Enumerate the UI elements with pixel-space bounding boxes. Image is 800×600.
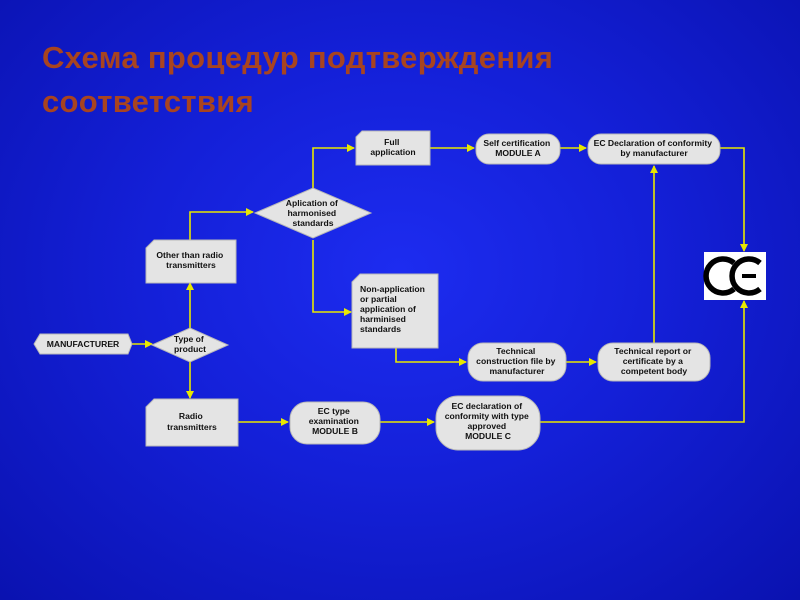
node-technical-construction-file: Technical construction file by manufactu… [467,342,567,382]
node-other-line-1: Other than radio [156,250,223,260]
node-ecdecltype-line-2: conformity with type [445,411,529,421]
node-manufacturer: MANUFACTURER [33,333,133,355]
node-ec-declaration-type: EC declaration of conformity with type a… [435,395,541,451]
node-radio-line-1: Radio [179,411,203,421]
arrow-nonapp-to-techfile [395,348,467,366]
node-ecdecltype-line-3: approved [467,421,506,431]
svg-text:Type of product: Type of product [174,334,206,354]
node-ec-type-examination: EC type examination MODULE B [289,401,381,445]
title-line-2: соответствия [42,84,255,119]
svg-text:Full application: Full application [370,137,415,157]
svg-text:EC declaration of confor: EC declaration of conformity with type a… [445,401,531,441]
node-ec-declaration-manufacturer: EC Declaration of conformity by manufact… [587,133,721,165]
node-report-line-1: Technical report or [614,346,692,356]
svg-text:Technical report or cert: Technical report or certificate by a com… [614,346,694,376]
svg-text:MANUFACTURER: MANUFACTURER [47,339,120,349]
node-type-of-product: Type of product [150,327,230,363]
node-other-line-2: transmitters [166,260,216,270]
node-app-line-1: Aplication of [286,198,338,208]
svg-text:Radio transmitters: Radio transmitters [167,411,217,432]
arrow-application-to-full [312,144,355,188]
svg-text:Other than radio transmi: Other than radio transmitters [156,250,225,270]
arrow-ecdecltype-to-ce [540,300,748,423]
ce-mark [703,252,766,300]
node-ectype-line-1: EC type [318,406,350,416]
arrow-application-to-nonapp [312,240,352,316]
arrow-ecdecl-to-ce [720,147,748,252]
node-radio-line-2: transmitters [167,422,217,432]
svg-text:EC Declaration of conformity: EC Declaration of conformity by manufact… [594,138,715,158]
node-full-application: Full application [355,130,431,166]
node-non-application: Non-application or partial application o… [351,273,439,349]
node-techfile-line-2: construction file by [476,356,555,366]
node-self-line-1: Self certification [483,138,550,148]
node-other-than-radio: Other than radio transmitters [145,239,237,284]
node-app-line-2: harmonised [287,208,336,218]
connectors [132,144,748,426]
svg-text:Aplication of harmonised: Aplication of harmonised standards [286,198,340,228]
ce-mark-glyph [703,256,762,296]
node-ectype-line-3: MODULE B [312,426,358,436]
node-radio-transmitters: Radio transmitters [145,398,239,447]
svg-text:Non-application or parti: Non-application or partial application o… [360,284,427,334]
node-self-line-2: MODULE A [495,148,541,158]
page-title: Схема процедур подтверждения соответстви… [42,36,742,124]
node-application-harmonised: Aplication of harmonised standards [253,187,373,239]
node-full-line-1: Full [384,137,399,147]
node-type-line-1: Type of [174,334,204,344]
node-report-line-3: competent body [621,366,688,376]
node-app-line-3: standards [292,218,333,228]
arrow-other-to-application [189,208,254,240]
node-full-line-2: application [370,147,415,157]
node-ecdecltype-line-1: EC declaration of [451,401,522,411]
node-nonapp-line-3: application of [360,304,416,314]
node-nonapp-line-1: Non-application [360,284,425,294]
svg-text:Self certification MODUL: Self certification MODULE A [483,138,552,158]
node-techfile-line-1: Technical [496,346,535,356]
svg-text:EC type examination: EC type examination MODULE B [309,406,362,436]
title-line-1: Схема процедур подтверждения [42,40,554,75]
node-nonapp-line-4: harminised [360,314,406,324]
node-ecdecltype-line-4: MODULE C [465,431,511,441]
node-technical-report: Technical report or certificate by a com… [597,342,711,382]
node-manufacturer-text: MANUFACTURER [47,339,120,349]
node-self-certification: Self certification MODULE A [475,133,561,165]
node-ecdecl-line-2: by manufacturer [620,148,688,158]
node-type-line-2: product [174,344,206,354]
node-techfile-line-3: manufacturer [490,366,546,376]
node-ecdecl-line-1: EC Declaration of conformity [594,138,713,148]
svg-text:Technical construction f: Technical construction file by manufactu… [476,346,558,376]
node-report-line-2: certificate by a [623,356,683,366]
node-nonapp-line-5: standards [360,324,401,334]
node-ectype-line-2: examination [309,416,359,426]
node-nonapp-line-2: or partial [360,294,397,304]
